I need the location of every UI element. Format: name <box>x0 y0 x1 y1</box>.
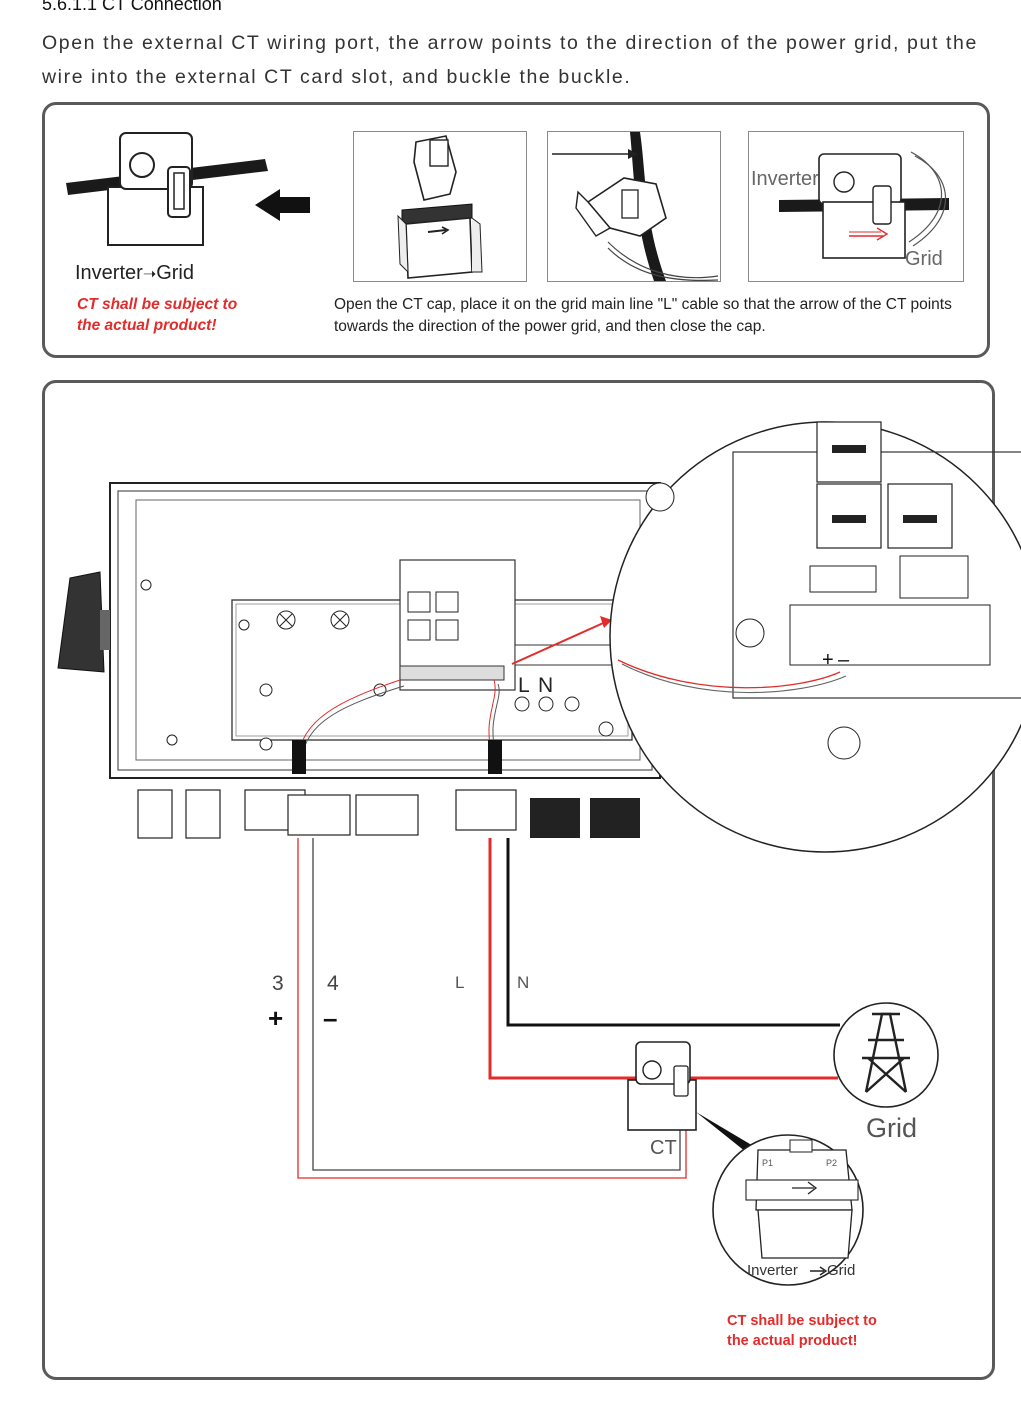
ct-open-cap-drawing <box>397 135 483 279</box>
section-heading: 5.6.1.1 CT Connection <box>42 0 222 14</box>
ct-direction-label: Inverter➝Grid <box>75 262 194 285</box>
line-L-label: L <box>455 973 464 992</box>
photo-ct-on-cable <box>547 131 721 282</box>
wiring-diagram: L N 3 4 + – L N <box>57 421 1021 1286</box>
board-L-label: L <box>518 674 530 697</box>
ct-clamp-illustration <box>66 132 310 246</box>
terminal-3-label: 3 <box>272 972 284 995</box>
wire-4-grey <box>312 838 681 1171</box>
arrow-right-icon: ➝ <box>142 266 157 283</box>
ct-on-cable-drawing <box>552 132 719 282</box>
ct-p2-label: P2 <box>826 1158 837 1168</box>
minus-label: – <box>323 1003 337 1033</box>
ct-label: CT <box>650 1137 677 1159</box>
wiring-diagram-panel <box>42 380 995 1380</box>
zoom-plus-label: + <box>822 649 834 671</box>
ct-detail-inverter: Inverter <box>747 1262 798 1279</box>
ct-instruction: Open the CT cap, place it on the grid ma… <box>334 296 952 335</box>
diagram-warning-line-1: CT shall be subject to <box>727 1313 877 1329</box>
photo-grid-label: Grid <box>905 248 943 270</box>
warning-line-1: CT shall be subject to <box>77 296 238 313</box>
terminal-4-label: 4 <box>327 972 339 995</box>
zoom-detail-content: + – <box>617 421 1021 760</box>
grid-tower-icon <box>833 1002 939 1108</box>
ct-warning: CT shall be subject to the actual produc… <box>77 294 237 336</box>
photo-ct-open-cap <box>353 131 527 282</box>
grid-label: Grid <box>866 1113 917 1143</box>
ct-p1-label: P1 <box>762 1158 773 1168</box>
ct-detail-grid: Grid <box>827 1262 855 1279</box>
board-N-label: N <box>538 674 553 697</box>
wire-L-red <box>488 838 838 1080</box>
photo-inverter-label: Inverter <box>751 168 819 190</box>
photo-ct-closed: Inverter Grid <box>748 131 964 282</box>
diagram-warning-line-2: the actual product! <box>727 1333 858 1349</box>
diagram-warning: CT shall be subject to the actual produc… <box>727 1311 877 1351</box>
wire-3-red <box>297 838 687 1179</box>
intro-paragraph: Open the external CT wiring port, the ar… <box>42 32 978 88</box>
warning-line-2: the actual product! <box>77 317 217 334</box>
wire-N-black <box>506 838 840 1027</box>
inverter-text: Inverter <box>75 262 143 284</box>
ct-clamp <box>627 1041 697 1131</box>
zoom-minus-label: – <box>838 649 850 671</box>
grid-text: Grid <box>156 262 195 284</box>
ct-install-panel <box>42 102 990 358</box>
line-N-label: N <box>517 973 529 992</box>
inverter-housing <box>109 482 661 779</box>
ct-detail-drawing: P1 P2 <box>745 1139 859 1259</box>
ct-closed-drawing <box>779 151 949 259</box>
plus-label: + <box>268 1003 283 1033</box>
inverter-handle <box>57 571 105 673</box>
arrow-right-icon <box>810 1266 828 1276</box>
